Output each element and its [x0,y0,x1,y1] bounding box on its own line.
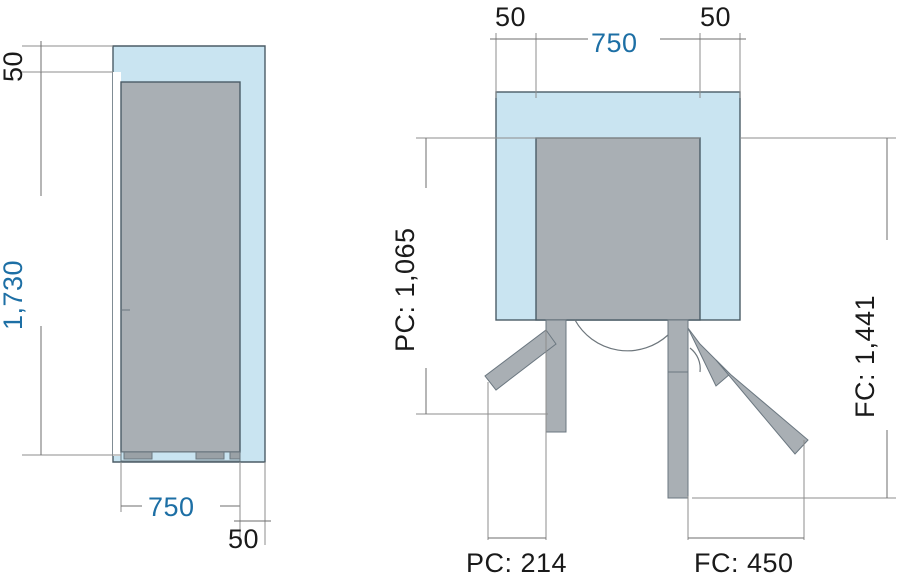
dim-label-front-right-gap: 50 [700,2,731,32]
right-hinge-arc [689,347,701,373]
front-right-door-arm-2 [715,359,809,455]
dim-front-width: 750 [496,24,740,98]
dim-front-right-gap: 50 [694,2,746,98]
front-appliance-body [535,137,701,321]
front-right-door-panel [667,319,689,499]
side-foot-rear [195,451,225,460]
side-appliance-body [120,81,241,453]
dim-fc-depth: FC: 450 [687,440,805,578]
front-right-door-arm-1 [687,327,731,387]
side-foot-roller [229,451,241,460]
dim-label-pc-depth: PC: 214 [466,548,567,578]
dim-label-front-width: 750 [591,28,638,58]
dim-fc-height: FC: 1,441 [692,137,900,499]
dim-pc-depth: PC: 214 [466,330,567,578]
dim-label-side-width: 750 [148,492,195,522]
dim-label-pc-height: PC: 1,065 [390,227,420,352]
side-cabinet-void [113,72,121,456]
side-foot-front [123,451,153,460]
dim-label-side-rear-gap: 50 [228,524,259,554]
door-swing-arc [574,319,669,352]
side-view-group: 50 1,730 750 50 [0,41,271,554]
dim-label-front-left-gap: 50 [495,2,526,32]
dim-side-height: 1,730 [0,71,121,456]
dim-pc-height: PC: 1,065 [390,137,700,415]
dim-side-top-gap: 50 [0,41,113,82]
dim-front-left-gap: 50 [490,2,542,98]
front-view-group: 50 750 50 PC: 1,065 [390,2,900,578]
dim-label-side-height: 1,730 [0,260,28,330]
dim-side-rear-gap: 50 [228,462,271,554]
dim-label-side-top-gap: 50 [0,51,28,82]
dim-label-fc-depth: FC: 450 [694,548,794,578]
dim-label-fc-height: FC: 1,441 [850,295,880,418]
dim-side-width: 750 [120,462,241,522]
front-left-door-open-arm [484,329,557,391]
